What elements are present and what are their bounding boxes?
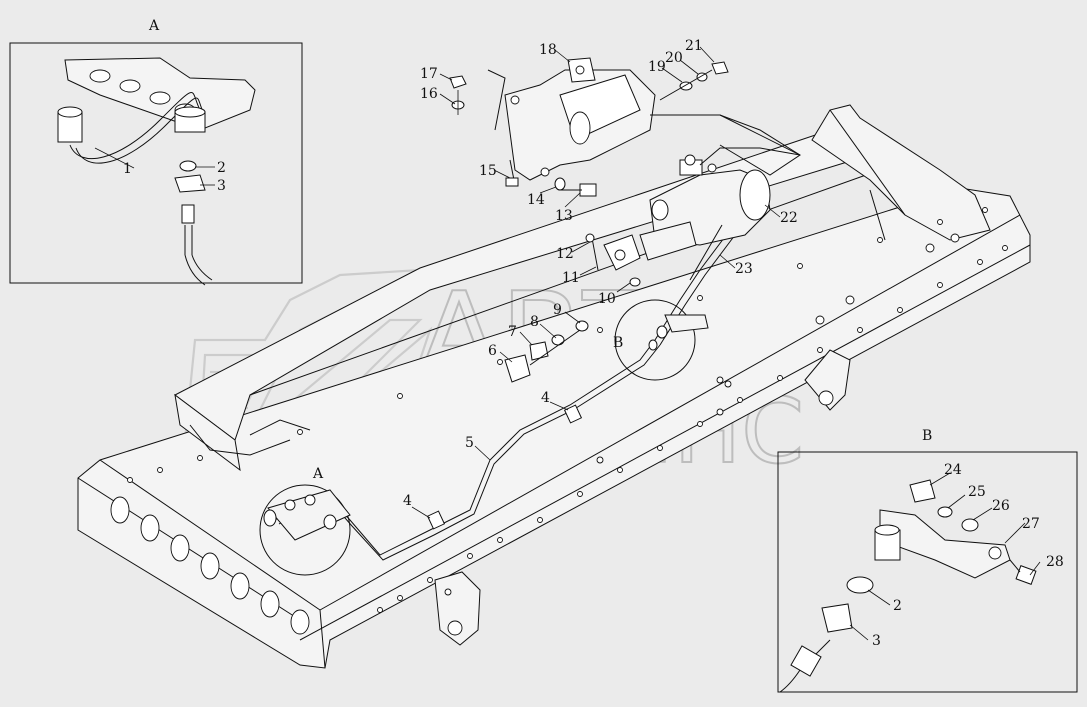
view-b-label: B — [922, 428, 932, 444]
callout-24: 24 — [944, 462, 962, 478]
callout-b2: 2 — [893, 598, 902, 614]
callout-26: 26 — [992, 498, 1010, 514]
callout-4: 4 — [403, 493, 412, 509]
view-a-label: A — [148, 18, 160, 34]
callout-1: 1 — [123, 161, 132, 177]
callout-11: 11 — [562, 270, 580, 286]
slave-cylinder — [504, 114, 801, 383]
detail-view-a-frame — [9, 42, 303, 284]
callout-3: 3 — [217, 178, 226, 194]
callout-13: 13 — [555, 208, 573, 224]
view-labels: A B A B — [148, 18, 932, 482]
callout-4b: 4 — [541, 390, 550, 406]
callout-5: 5 — [465, 435, 474, 451]
detail-view-a — [57, 57, 256, 286]
callout-14: 14 — [527, 192, 545, 208]
callout-9: 9 — [553, 302, 562, 318]
callout-8: 8 — [530, 314, 539, 330]
callout-25: 25 — [968, 484, 986, 500]
callout-12: 12 — [556, 246, 574, 262]
main-view-b-marker: B — [613, 335, 623, 351]
callout-17: 17 — [420, 66, 438, 82]
callout-21: 21 — [685, 38, 703, 54]
callout-10: 10 — [598, 291, 616, 307]
callout-b3: 3 — [872, 633, 881, 649]
bracket-assembly — [449, 57, 801, 197]
part-callouts: 1 2 3 4 4 5 6 7 8 9 10 11 12 13 14 15 16… — [123, 38, 1064, 649]
frame-holes — [110, 207, 1008, 635]
callout-7: 7 — [508, 324, 517, 340]
callout-18: 18 — [539, 42, 557, 58]
callout-16: 16 — [420, 86, 438, 102]
callout-20: 20 — [665, 50, 683, 66]
callout-22: 22 — [780, 210, 798, 226]
callout-28: 28 — [1046, 554, 1064, 570]
leader-lines — [94, 46, 1041, 641]
view-a-callout-circle — [259, 484, 351, 576]
callout-2: 2 — [217, 160, 226, 176]
callout-6: 6 — [488, 343, 497, 359]
callout-23: 23 — [735, 261, 753, 277]
view-b-callout-circle — [614, 299, 696, 381]
main-view-a-marker: A — [312, 466, 324, 482]
callout-19: 19 — [648, 59, 666, 75]
callout-27: 27 — [1022, 516, 1040, 532]
detail-view-b — [779, 479, 1037, 693]
detail-view-b-frame — [777, 451, 1078, 693]
callout-15: 15 — [479, 163, 497, 179]
